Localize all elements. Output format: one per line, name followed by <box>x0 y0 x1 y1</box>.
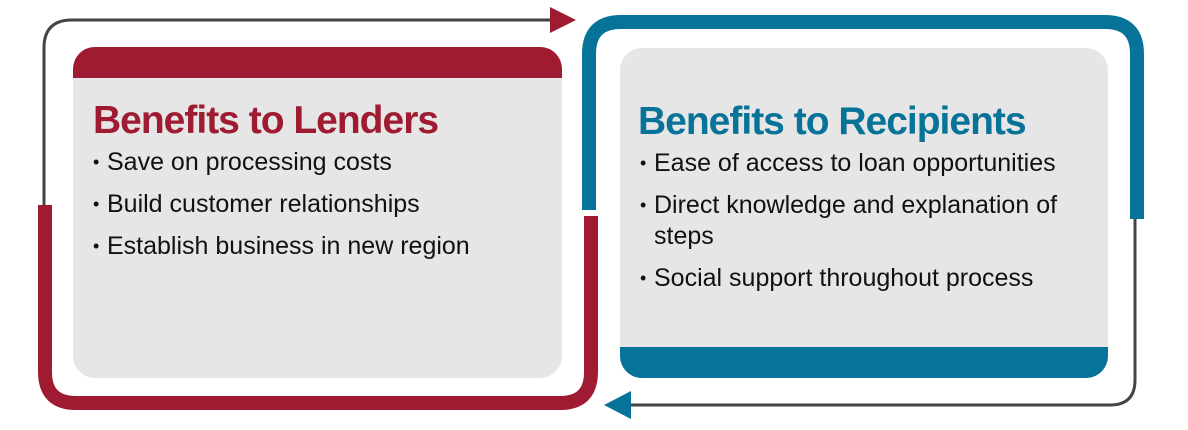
arrow-right-icon <box>550 7 576 33</box>
recipients-benefit-list: Ease of access to loan opportunities Dir… <box>640 148 1108 305</box>
lenders-benefits-card: Benefits to Lenders Save on processing c… <box>73 47 562 378</box>
lenders-header-band <box>73 47 562 78</box>
lenders-red-bracket <box>38 205 598 410</box>
recipients-blue-bracket <box>582 15 1144 219</box>
lenders-benefit-list: Save on processing costs Build customer … <box>93 147 562 273</box>
top-connector-line <box>42 18 552 205</box>
list-item: Establish business in new region <box>93 231 562 262</box>
list-item: Direct knowledge and explanation of step… <box>640 190 1084 252</box>
recipients-footer-band <box>620 347 1108 378</box>
recipients-benefits-card: Benefits to Recipients Ease of access to… <box>620 48 1108 378</box>
list-item: Build customer relationships <box>93 189 562 220</box>
bottom-connector-line <box>628 219 1137 407</box>
list-item: Social support throughout process <box>640 263 1108 294</box>
list-item: Ease of access to loan opportunities <box>640 148 1108 179</box>
arrow-left-icon <box>604 391 631 419</box>
list-item: Save on processing costs <box>93 147 562 178</box>
recipients-title: Benefits to Recipients <box>638 100 1027 143</box>
lenders-title: Benefits to Lenders <box>93 99 439 142</box>
